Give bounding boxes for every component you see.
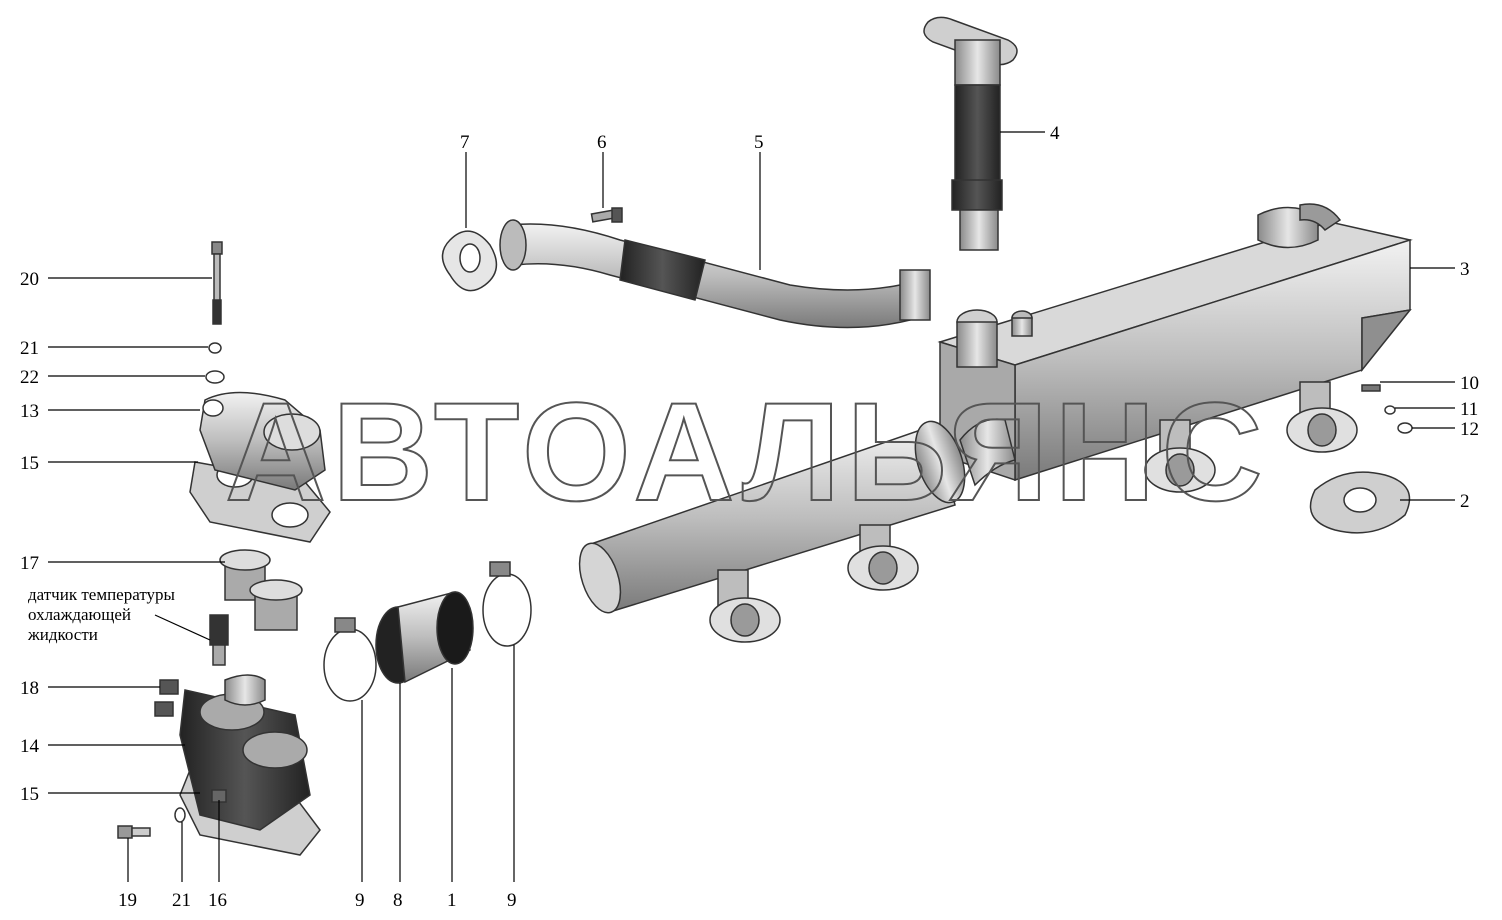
callout-6: 6 [597,132,607,153]
thermostat-cover-part-13 [189,391,331,543]
callout-15-top: 15 [20,453,39,474]
callout-20: 20 [20,269,39,290]
sensor-note: датчик температуры охлаждающей жидкости [27,585,176,644]
callout-1: 1 [447,890,457,911]
callout-7: 7 [460,132,470,153]
bolt-part-19 [117,825,151,839]
callout-3: 3 [1460,259,1470,280]
watermark-text: АВТОАЛЬЯНС [225,373,1269,530]
gasket-part [1309,471,1411,534]
callout-9-left: 9 [355,890,365,911]
temperature-sensor-part [209,614,229,666]
callout-15-bottom: 15 [20,784,39,805]
callout-5: 5 [754,132,764,153]
corrugated-pipe-part [923,16,1018,251]
washer-part-21-top [208,342,222,354]
callout-2: 2 [1460,491,1470,512]
thermostat-part-17 [219,549,303,631]
callout-19: 19 [118,890,137,911]
callout-17: 17 [20,553,39,574]
pipe-flange-2 [847,524,919,591]
hose-part-1 [397,591,474,684]
callout-labels: 20 21 22 13 15 17 18 14 15 19 21 16 9 8 … [20,123,1479,911]
pipe-flange-1 [709,569,781,643]
washer-part-21-bottom [174,807,186,823]
sensor-note-line-1: датчик температуры [28,585,176,604]
callout-10: 10 [1460,373,1479,394]
thermostat-housing-part-14 [179,674,321,856]
callout-21-bottom: 21 [172,890,191,911]
bent-pipe-part [499,219,931,329]
manifold-pipe-part [578,381,1358,643]
washer-part-11 [1384,405,1396,415]
clamp-part-9-left [323,617,377,702]
washer-part-12 [1397,422,1413,434]
callout-18: 18 [20,678,39,699]
bolts-part-18 [154,679,179,717]
callout-4: 4 [1050,123,1060,144]
pipe-flange-4 [1286,381,1358,453]
clamp-part-9-right [482,561,532,647]
long-bolt-part-20 [211,241,223,325]
callout-11: 11 [1460,399,1478,420]
sensor-note-line-2: охлаждающей [28,605,131,624]
bolt-part-10 [1361,384,1381,392]
leader-sensor [154,614,211,641]
bolt-part-6 [590,207,623,223]
leader-lines [48,131,1455,882]
callout-12: 12 [1460,419,1479,440]
callout-16: 16 [208,890,227,911]
callout-8: 8 [393,890,403,911]
callout-22: 22 [20,367,39,388]
flange-gasket-part-7 [441,230,498,292]
callout-9-right: 9 [507,890,517,911]
callout-14: 14 [20,736,40,757]
sensor-note-line-3: жидкости [27,625,98,644]
washer-part-22 [205,370,225,384]
pipe-flange-3 [1144,419,1216,493]
callout-21: 21 [20,338,39,359]
callout-13: 13 [20,401,39,422]
